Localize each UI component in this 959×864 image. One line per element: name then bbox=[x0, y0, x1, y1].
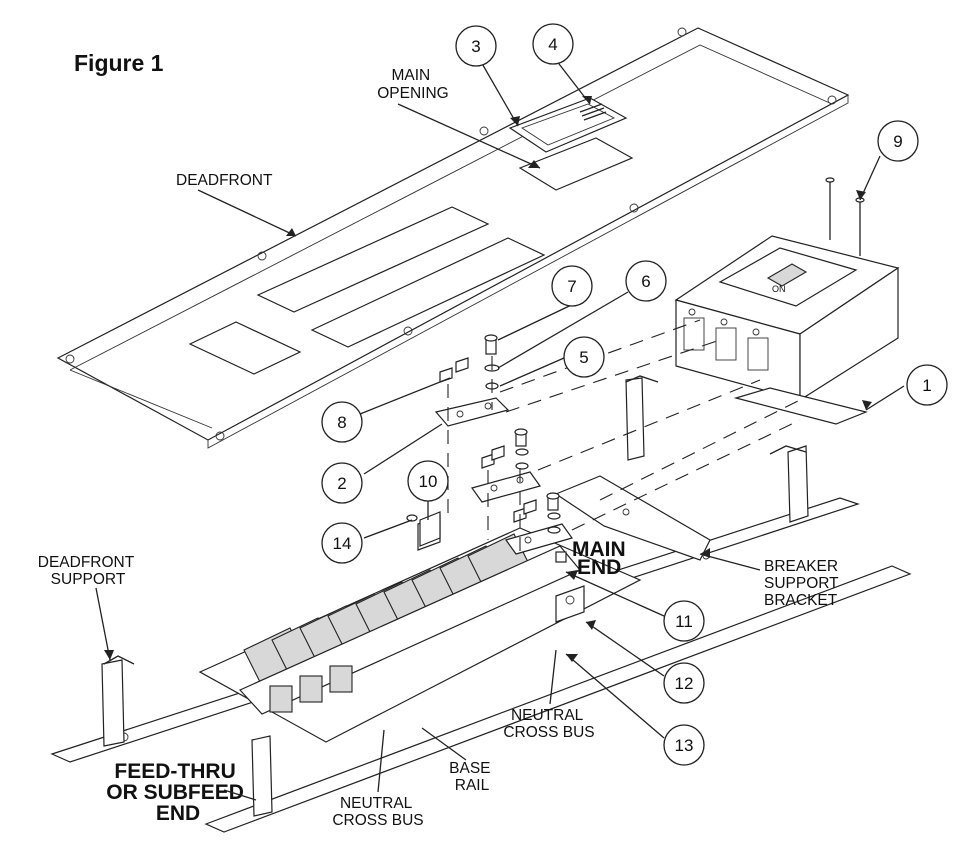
deadfront-opening-left bbox=[188, 321, 302, 375]
callout-13: 13 bbox=[663, 724, 705, 766]
callout-4: 4 bbox=[532, 23, 574, 65]
svg-text:1: 1 bbox=[922, 376, 931, 395]
label-deadfront-support: DEADFRONT SUPPORT bbox=[38, 554, 138, 588]
callout-12: 12 bbox=[663, 662, 705, 704]
breaker-support-bracket bbox=[554, 475, 711, 561]
deadfront-support-rear-right bbox=[769, 445, 809, 523]
deadfront-support-rear-left bbox=[625, 375, 659, 461]
deadfront-support-front bbox=[251, 735, 273, 817]
main-opening-trim bbox=[508, 97, 628, 153]
alignment-lines bbox=[447, 319, 801, 560]
interior-bus-assembly bbox=[198, 515, 642, 743]
label-neutral-cross-bus-bottom: NEUTRAL CROSS BUS bbox=[332, 795, 423, 829]
svg-text:6: 6 bbox=[641, 272, 650, 291]
callout-10: 10 bbox=[407, 460, 449, 502]
svg-text:12: 12 bbox=[675, 674, 694, 693]
figure-title: Figure 1 bbox=[74, 50, 164, 76]
callout-9: 9 bbox=[877, 120, 919, 162]
svg-text:8: 8 bbox=[337, 413, 346, 432]
bolts-and-washers bbox=[406, 334, 567, 563]
callout-5: 5 bbox=[563, 336, 605, 378]
label-main-end: MAIN END bbox=[572, 538, 632, 579]
main-breaker: ON bbox=[674, 235, 900, 425]
svg-text:7: 7 bbox=[567, 277, 576, 296]
callout-1: 1 bbox=[906, 364, 948, 406]
breaker-screws bbox=[825, 177, 865, 256]
breaker-on-label: ON bbox=[772, 284, 786, 294]
breaker-bottom-bracket bbox=[733, 387, 868, 425]
deadfront-opening-lower bbox=[310, 237, 546, 348]
label-main-opening: MAIN OPENING bbox=[377, 67, 448, 102]
callout-3: 3 bbox=[455, 25, 497, 67]
deadfront-panel bbox=[56, 27, 850, 449]
callout-11: 11 bbox=[663, 600, 705, 642]
svg-text:14: 14 bbox=[333, 534, 352, 553]
callout-2: 2 bbox=[321, 462, 363, 504]
neutral-lug bbox=[419, 511, 441, 547]
trim-label bbox=[579, 103, 607, 121]
svg-text:10: 10 bbox=[419, 472, 438, 491]
callout-7: 7 bbox=[551, 265, 593, 307]
label-feed-thru-end: FEED-THRU OR SUBFEED END bbox=[106, 760, 250, 825]
svg-text:2: 2 bbox=[337, 474, 346, 493]
svg-text:11: 11 bbox=[675, 612, 693, 631]
main-opening-plate bbox=[518, 137, 634, 191]
deadfront-opening-upper bbox=[256, 206, 490, 313]
label-neutral-cross-bus-right: NEUTRAL CROSS BUS bbox=[503, 707, 594, 741]
deadfront-support-left bbox=[101, 655, 135, 747]
svg-text:4: 4 bbox=[548, 35, 557, 54]
label-breaker-support-bracket: BREAKER SUPPORT BRACKET bbox=[764, 558, 843, 609]
callout-6: 6 bbox=[625, 260, 667, 302]
callout-8: 8 bbox=[321, 401, 363, 443]
svg-text:13: 13 bbox=[675, 736, 694, 755]
svg-text:5: 5 bbox=[579, 348, 588, 367]
svg-text:9: 9 bbox=[893, 132, 902, 151]
base-rail-front bbox=[204, 565, 912, 833]
svg-text:3: 3 bbox=[471, 37, 480, 56]
callout-14: 14 bbox=[321, 522, 363, 564]
label-deadfront: DEADFRONT bbox=[176, 172, 273, 189]
leader-lines bbox=[95, 59, 905, 801]
label-base-rail: BASE RAIL bbox=[449, 760, 495, 794]
